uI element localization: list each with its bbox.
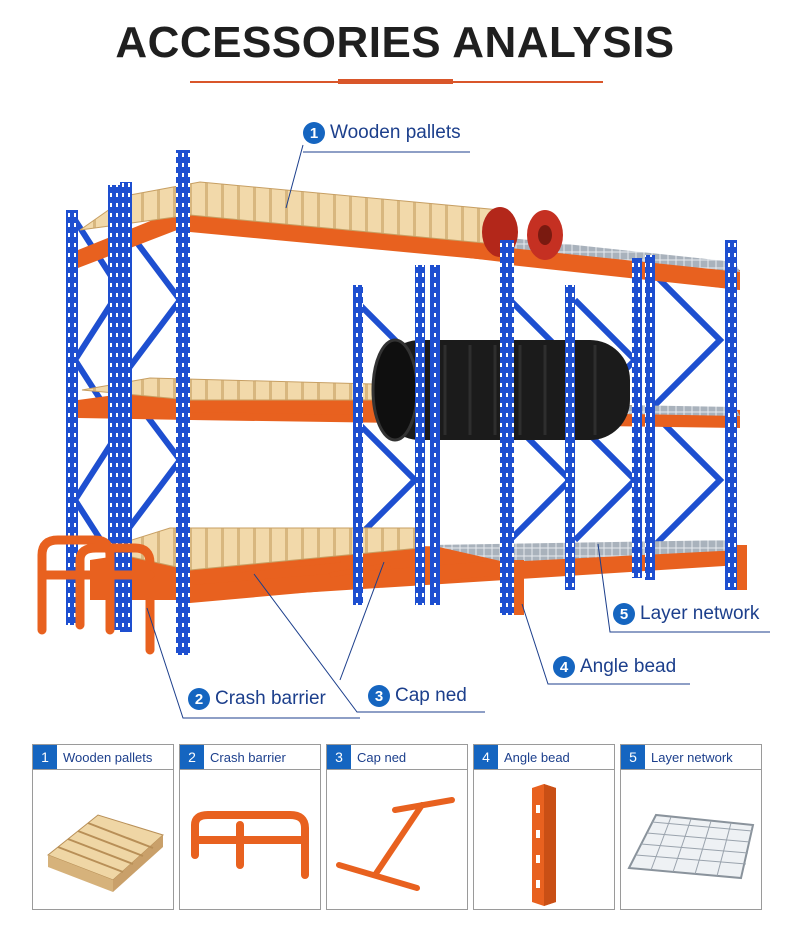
card-number: 4 [474, 745, 498, 769]
top-beam-front-left [190, 215, 510, 262]
card-wooden-pallets: 1 Wooden pallets [32, 744, 174, 910]
angle-bead [514, 560, 524, 615]
wooden-pallet-icon [47, 814, 164, 892]
card-angle-bead: 4 Angle bead [473, 744, 615, 910]
callout-crash-barrier: 2 Crash barrier [188, 688, 326, 710]
title-underline-accent [338, 79, 453, 84]
angle-bead-right [737, 545, 747, 590]
callout-label: Wooden pallets [330, 122, 461, 143]
callout-layer-network: 5 Layer network [613, 603, 759, 625]
callout-label: Layer network [640, 603, 760, 624]
uprights [66, 150, 737, 655]
rack-illustration [37, 144, 770, 719]
card-label: Layer network [651, 749, 733, 765]
card-label: Angle bead [504, 749, 570, 765]
callout-number: 2 [188, 688, 210, 710]
card-number: 1 [33, 745, 57, 769]
top-wire-mesh [510, 238, 740, 272]
bottom-beam-front [190, 560, 505, 603]
page-title: ACCESSORIES ANALYSIS [115, 18, 675, 67]
card-label: Wooden pallets [63, 749, 153, 765]
card-layer-network: 5 Layer network [620, 744, 762, 910]
callout-label: Cap ned [395, 685, 467, 706]
cable-reels [482, 207, 563, 260]
callout-number: 1 [303, 122, 325, 144]
card-crash-barrier: 2 Crash barrier [179, 744, 321, 910]
callout-cap-ned: 3 Cap ned [368, 685, 467, 707]
callout-angle-bead: 4 Angle bead [553, 656, 676, 678]
callout-number: 5 [613, 603, 635, 625]
cap-ned-icon [336, 797, 455, 891]
card-number: 5 [621, 745, 645, 769]
card-number: 3 [327, 745, 351, 769]
callout-label: Angle bead [580, 656, 677, 677]
card-label: Cap ned [357, 749, 407, 765]
callout-number: 3 [368, 685, 390, 707]
crash-barrier-icon [191, 811, 309, 879]
leader-lines [146, 144, 770, 719]
top-beam-front-right [510, 248, 740, 290]
callout-number: 4 [553, 656, 575, 678]
crash-barrier [37, 535, 155, 655]
accessory-cards: 1 Wooden pallets 2 Crash barrier 3 [32, 744, 762, 910]
wire-mesh-icon [627, 813, 755, 880]
angle-bead-icon [532, 784, 556, 906]
card-cap-ned: 3 Cap ned [326, 744, 468, 910]
callout-label: Crash barrier [215, 688, 326, 709]
card-label: Crash barrier [210, 749, 286, 765]
card-number: 2 [180, 745, 204, 769]
callout-wooden-pallets: 1 Wooden pallets [303, 122, 461, 144]
